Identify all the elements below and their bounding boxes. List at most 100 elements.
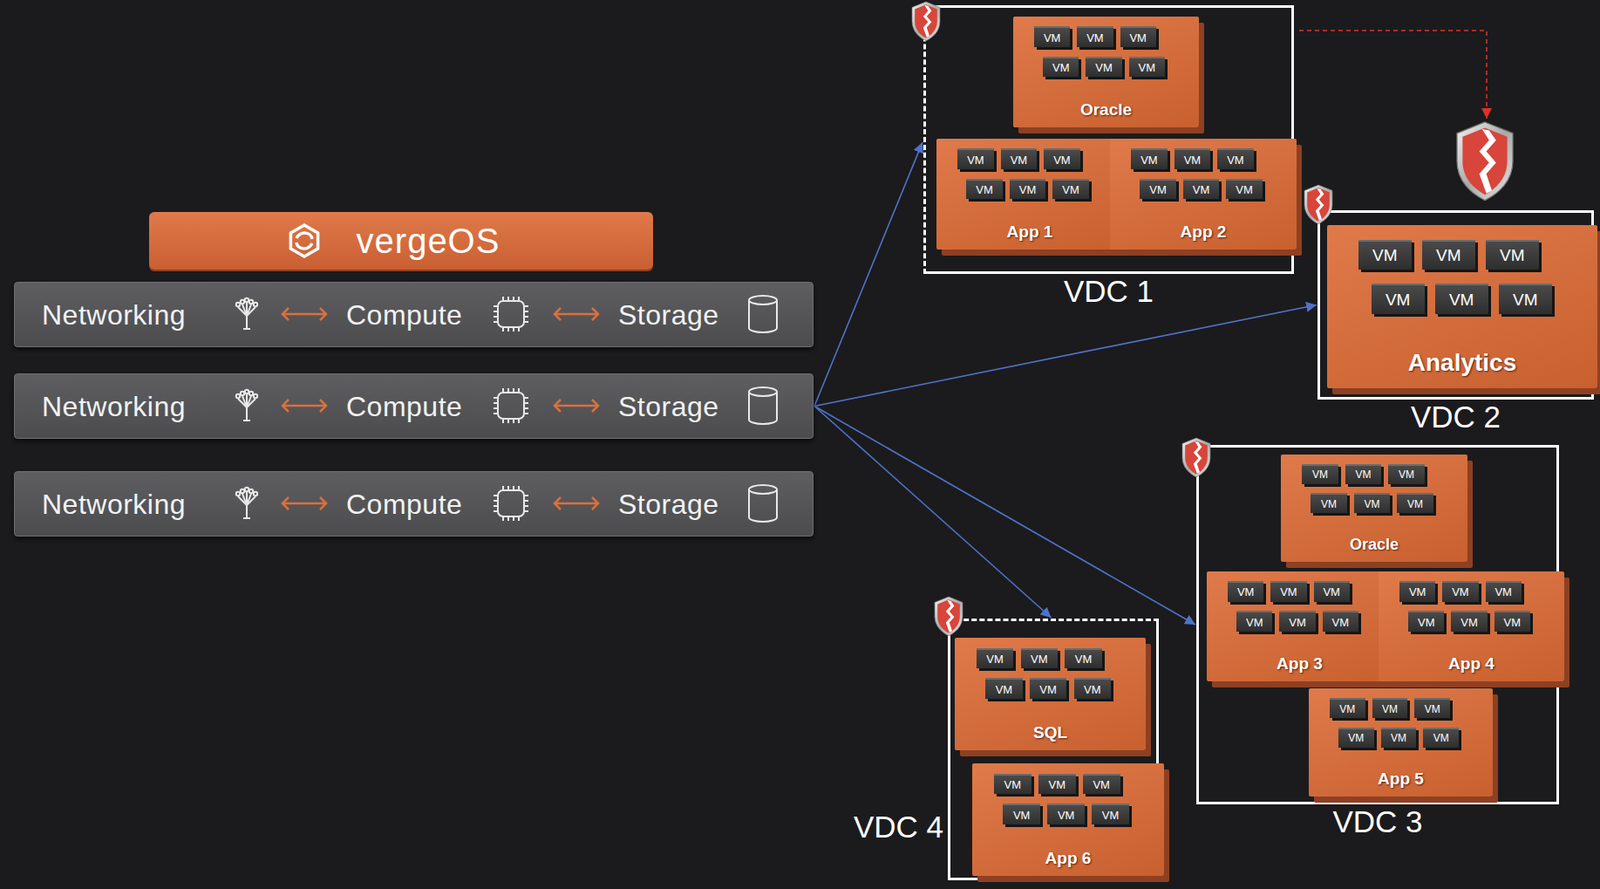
vm-box: VM: [1021, 647, 1058, 669]
drawing-part: [240, 391, 245, 395]
vm-label: VM: [1385, 290, 1411, 310]
vm-label: VM: [1348, 731, 1364, 744]
vm-label: VM: [1235, 183, 1253, 197]
drawing-part: [246, 398, 256, 408]
drawing-part: [246, 304, 252, 316]
vm-box: VM: [1029, 677, 1067, 699]
vm-label: VM: [1409, 585, 1427, 599]
drawing-part: [249, 489, 253, 493]
connector-arrow: [814, 406, 1196, 626]
vm-label: VM: [1312, 468, 1328, 481]
vm-label: VM: [1280, 585, 1298, 599]
workload-block: App 2VMVMVMVMVMVM: [1109, 138, 1297, 250]
drawing-part: [236, 389, 258, 421]
workload-name: App 6: [972, 848, 1165, 868]
connector-arrow: [814, 406, 1052, 619]
layer-band: NetworkingComputeStorage: [13, 470, 814, 537]
vm-box: VM: [1388, 463, 1424, 484]
drawing-part: [748, 387, 777, 396]
workload-name: App 4: [1378, 653, 1565, 674]
drawing-part: [238, 398, 247, 408]
vm-label: VM: [1010, 153, 1029, 167]
vm-label: VM: [1062, 183, 1080, 197]
drawing-part: [493, 296, 529, 332]
drawing-part: [748, 387, 777, 424]
vm-label: VM: [1057, 808, 1076, 822]
vm-label: VM: [1226, 153, 1245, 167]
vm-box: VM: [1381, 727, 1417, 748]
vm-box: VM: [1372, 697, 1409, 718]
vm-box: VM: [1139, 178, 1176, 199]
drawing-part: [497, 300, 525, 327]
vm-box: VM: [1345, 463, 1382, 484]
drawing-part: [249, 391, 253, 395]
vm-label: VM: [1102, 808, 1120, 822]
workload-name: Analytics: [1327, 348, 1598, 377]
workload-name: Oracle: [1280, 535, 1468, 554]
vm-box: VM: [1064, 647, 1102, 669]
vm-box: VM: [1450, 610, 1487, 631]
vm-box: VM: [1338, 727, 1375, 748]
vm-box: VM: [1047, 803, 1085, 824]
drawing-part: [245, 315, 248, 329]
drawing-part: [493, 388, 529, 423]
vm-box: VM: [1085, 56, 1122, 77]
workload-name: App 3: [1206, 653, 1393, 674]
vm-box: VM: [1399, 580, 1436, 601]
drawing-part: [493, 296, 529, 332]
firewall-shield: [1457, 122, 1513, 201]
band-icons: [236, 295, 777, 522]
vdc-label: VDC 2: [1410, 399, 1501, 435]
drawing-part: [245, 504, 248, 518]
vm-box: VM: [1042, 56, 1079, 77]
drawing-part: [282, 307, 327, 320]
vm-box: VM: [1129, 56, 1165, 77]
drawing-part: [249, 299, 253, 304]
drawing-part: [296, 242, 313, 249]
vm-box: VM: [1498, 283, 1553, 314]
drawing-part: [245, 389, 249, 394]
drawing-part: [296, 232, 313, 239]
drawing-part: [238, 306, 247, 316]
workload-block: OracleVMVMVMVMVMVM: [1013, 16, 1199, 128]
drawing-part: [493, 485, 529, 521]
vm-box: VM: [1354, 492, 1390, 513]
policy-dashed-line: [1299, 30, 1487, 119]
vm-label: VM: [1494, 585, 1512, 599]
vm-label: VM: [1451, 585, 1470, 599]
vm-label: VM: [1039, 682, 1057, 696]
drawing-part: [282, 497, 327, 510]
vm-box: VM: [1091, 803, 1130, 824]
vm-label: VM: [1052, 61, 1070, 75]
vm-label: VM: [1140, 153, 1158, 167]
vm-box: VM: [1074, 677, 1111, 699]
connector-arrow: [814, 142, 923, 406]
vm-box: VM: [1422, 239, 1476, 271]
drawing-part: [748, 299, 777, 333]
drawing-part: [236, 394, 240, 398]
drawing-part: [245, 302, 248, 316]
vm-box: VM: [1435, 283, 1489, 314]
vm-label: VM: [1512, 290, 1539, 310]
vm-label: VM: [995, 682, 1014, 696]
drawing-part: [253, 394, 258, 398]
vm-label: VM: [1092, 777, 1110, 791]
drawing-part: [245, 487, 249, 491]
vm-box: VM: [1236, 610, 1273, 631]
vm-label: VM: [1372, 245, 1398, 266]
workload-name: Oracle: [1013, 100, 1199, 120]
vm-label: VM: [1322, 585, 1341, 599]
drawing-part: [748, 391, 777, 424]
vm-label: VM: [1449, 290, 1475, 310]
drawing-part: [493, 388, 529, 423]
vm-label: VM: [1339, 702, 1355, 715]
drawing-part: [282, 399, 327, 412]
firewall-shield: [912, 1, 940, 41]
vm-label: VM: [1129, 31, 1147, 45]
workload-block: App 6VMVMVMVMVMVM: [972, 762, 1165, 876]
workload-block: App 3VMVMVMVMVMVM: [1206, 571, 1393, 681]
drawing-part: [246, 496, 256, 505]
drawing-part: [493, 485, 529, 521]
vm-label: VM: [1095, 61, 1113, 75]
vm-label: VM: [1320, 497, 1337, 511]
